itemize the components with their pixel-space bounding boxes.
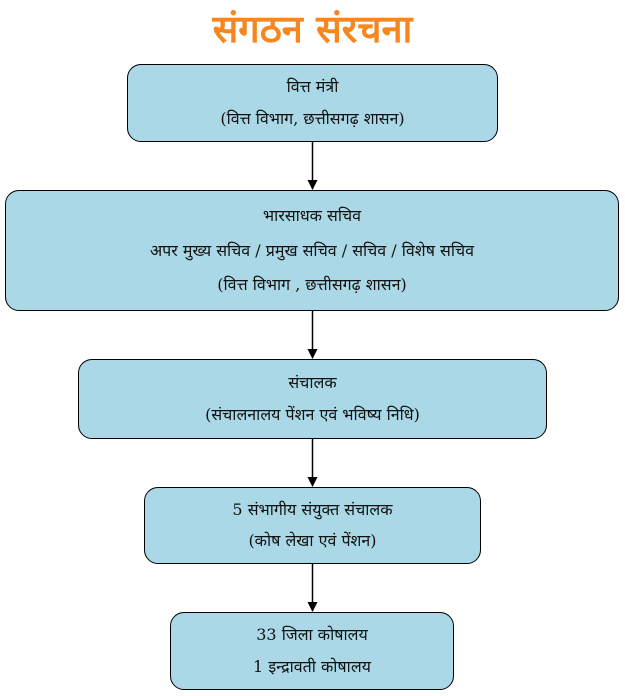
node-finance-minister: वित्त मंत्री (वित्त विभाग, छत्तीसगढ़ शास… <box>127 64 498 142</box>
node-joint-directors: 5 संभागीय संयुक्त संचालक (कोष लेखा एवं प… <box>144 487 481 564</box>
node-treasuries-district: 33 जिला कोषालय <box>256 625 368 644</box>
node-secretary-in-charge-title: भारसाधक सचिव <box>262 205 362 225</box>
node-secretary-in-charge-ranks: अपर मुख्य सचिव / प्रमुख सचिव / सचिव / वि… <box>149 240 475 260</box>
node-joint-directors-title: 5 संभागीय संयुक्त संचालक <box>232 499 393 519</box>
node-treasuries-indravati: 1 इन्द्रावती कोषालय <box>253 657 371 676</box>
node-secretary-in-charge: भारसाधक सचिव अपर मुख्य सचिव / प्रमुख सचि… <box>5 190 619 311</box>
node-treasuries: 33 जिला कोषालय 1 इन्द्रावती कोषालय <box>170 612 454 690</box>
node-finance-minister-title: वित्त मंत्री <box>286 77 339 96</box>
node-joint-directors-subtitle: (कोष लेखा एवं पेंशन) <box>248 531 377 551</box>
node-director-subtitle: (संचालनालय पेंशन एवं भविष्य निधि) <box>205 405 420 425</box>
page-title: संगठन संरचना <box>212 7 413 51</box>
node-finance-minister-subtitle: (वित्त विभाग, छत्तीसगढ़ शासन) <box>220 109 405 128</box>
node-director-title: संचालक <box>288 372 337 392</box>
node-secretary-in-charge-subtitle: (वित्त विभाग , छत्तीसगढ़ शासन) <box>217 275 407 295</box>
node-director: संचालक (संचालनालय पेंशन एवं भविष्य निधि) <box>78 359 547 439</box>
